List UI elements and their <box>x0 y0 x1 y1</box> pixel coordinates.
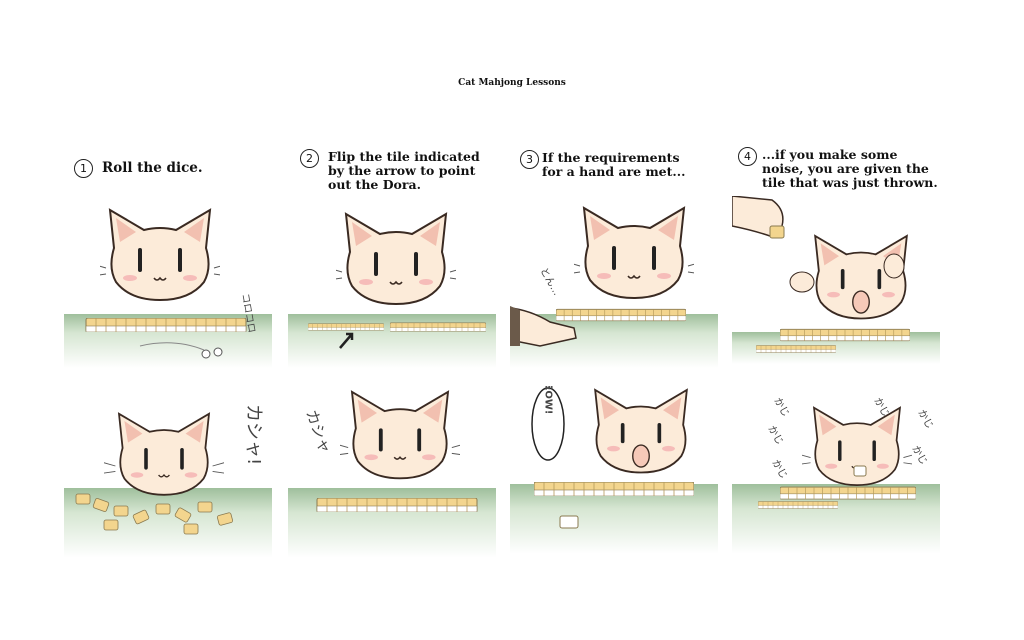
panel-3-top: とん… <box>510 200 718 368</box>
panel-4-bottom: かじ かじ かじ かじ かじ かじ <box>732 386 940 554</box>
sfx-kaji: かじ <box>765 424 785 447</box>
sfx-kasha: カシャ! <box>243 404 264 465</box>
cat-illustration <box>574 206 694 300</box>
sfx-kaji: かじ <box>771 396 791 419</box>
page-title: Cat Mahjong Lessons <box>458 78 566 88</box>
sleeve <box>510 306 520 346</box>
dice-motion-line <box>139 342 205 351</box>
thrown-tile <box>559 515 579 529</box>
tile-wall <box>780 486 916 500</box>
step-1-number: 1 <box>74 159 93 178</box>
tile-wall <box>85 318 247 332</box>
cat-paw <box>883 253 905 279</box>
cat-illustration <box>593 388 689 475</box>
sfx-kacha: カシャ <box>302 407 334 455</box>
speech-bubble <box>531 387 565 461</box>
die <box>213 347 223 357</box>
tile-wall <box>316 498 478 512</box>
nibbled-tile <box>853 465 867 477</box>
tile-wall-left <box>308 323 384 331</box>
tile-wall-front <box>756 345 836 353</box>
step-3-text: If the requirements for a hand are met..… <box>542 150 686 179</box>
tile-wall-front <box>758 501 838 509</box>
step-3-number: 3 <box>520 150 539 169</box>
scattered-tiles <box>75 493 234 535</box>
offered-tile <box>769 225 785 239</box>
tile-wall <box>780 328 910 342</box>
step-4-text: ...if you make some noise, you are given… <box>762 147 938 190</box>
step-2-caption: 2 Flip the tile indicated by the arrow t… <box>300 149 490 192</box>
tile-wall-right <box>390 322 486 332</box>
step-2-number: 2 <box>300 149 319 168</box>
cat-illustration <box>100 208 220 302</box>
arrow-indicator <box>339 332 354 349</box>
sfx-kaji: かじ <box>769 458 789 481</box>
sfx-kaji: かじ <box>909 444 929 467</box>
sfx-tonn: とん… <box>537 266 562 298</box>
die <box>201 349 211 359</box>
step-4-number: 4 <box>738 147 757 166</box>
panel-1-top: コロコロ <box>64 200 272 368</box>
sfx-kaji: かじ <box>915 408 935 431</box>
step-2-text: Flip the tile indicated by the arrow to … <box>328 149 480 192</box>
step-4-caption: 4 ...if you make some noise, you are giv… <box>738 147 938 190</box>
panel-3-bottom: MEOW! <box>510 386 718 554</box>
cat-illustration <box>340 390 460 481</box>
cat-illustration <box>336 212 456 306</box>
step-1-caption: 1 Roll the dice. <box>74 159 254 178</box>
step-3-caption: 3 If the requirements for a hand are met… <box>520 150 700 179</box>
tile-wall <box>534 482 694 496</box>
step-1-text: Roll the dice. <box>102 160 203 176</box>
panel-2-top <box>288 200 496 368</box>
sfx-meow: MEOW! <box>543 386 554 414</box>
cat-paw <box>789 271 815 293</box>
panel-1-bottom: カシャ! <box>64 390 272 558</box>
panel-4-top <box>732 196 940 364</box>
panel-2-bottom: カシャ <box>288 390 496 558</box>
cat-illustration <box>104 412 224 497</box>
tile-wall <box>556 308 686 322</box>
